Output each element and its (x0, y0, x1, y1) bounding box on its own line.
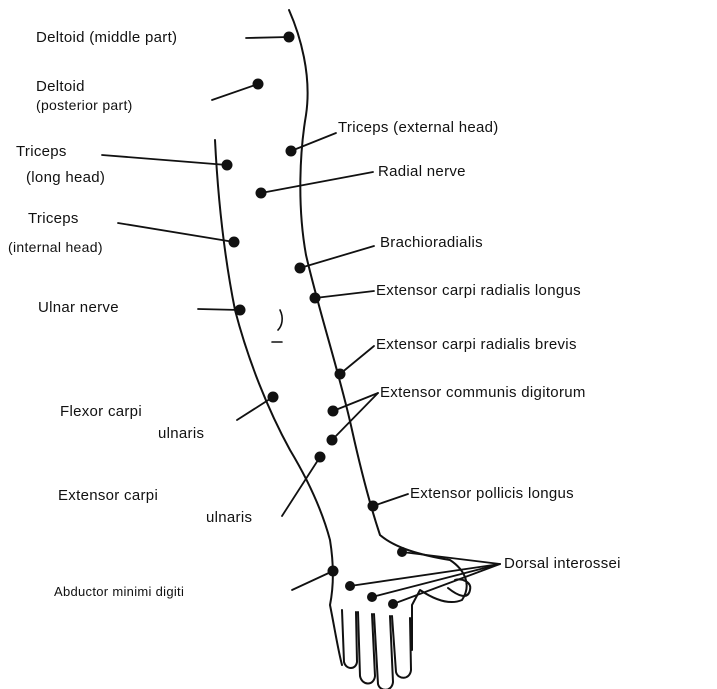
label-deltoid-posterior-2: (posterior part) (36, 96, 133, 114)
label-triceps-external: Triceps (external head) (338, 119, 499, 137)
label-triceps-internal-1: Triceps (28, 210, 79, 228)
point-extensor-pollicis (368, 501, 379, 512)
elbow-mark (272, 310, 282, 342)
point-extensor-carpi-ulnaris (315, 452, 326, 463)
label-deltoid-posterior-1: Deltoid (36, 78, 85, 96)
point-dorsal-interossei-2 (345, 581, 355, 591)
finger-ring (358, 612, 375, 684)
label-triceps-long-1: Triceps (16, 143, 67, 161)
point-ecr-brevis (335, 369, 346, 380)
arm-outline-ulnar-side (215, 140, 342, 665)
point-abductor-minimi-digiti (328, 566, 339, 577)
label-triceps-internal-2: (internal head) (8, 238, 103, 256)
label-deltoid-middle: Deltoid (middle part) (36, 29, 177, 47)
label-extensor-carpi-ulnaris-1: Extensor carpi (58, 487, 158, 505)
label-extensor-communis: Extensor communis digitorum (380, 384, 586, 402)
point-radial-nerve (256, 188, 267, 199)
label-ecr-brevis: Extensor carpi radialis brevis (376, 336, 577, 354)
point-extensor-communis-2 (327, 435, 338, 446)
point-brachioradialis (295, 263, 306, 274)
label-radial-nerve: Radial nerve (378, 163, 466, 181)
label-triceps-long-2: (long head) (26, 169, 105, 187)
point-triceps-internal (229, 237, 240, 248)
point-flexor-carpi-ulnaris (268, 392, 279, 403)
arm-outline-radial-side (289, 10, 467, 650)
point-dorsal-interossei-3 (367, 592, 377, 602)
point-triceps-external (286, 146, 297, 157)
point-deltoid-posterior (253, 79, 264, 90)
label-extensor-carpi-ulnaris-2: ulnaris (206, 509, 252, 527)
point-extensor-communis-1 (328, 406, 339, 417)
point-dorsal-interossei-1 (397, 547, 407, 557)
finger-index (392, 616, 411, 678)
label-abductor-minimi-digiti: Abductor minimi digiti (54, 583, 184, 601)
point-dorsal-interossei-4 (388, 599, 398, 609)
finger-middle (374, 614, 393, 689)
label-brachioradialis: Brachioradialis (380, 234, 483, 252)
label-ulnar-nerve: Ulnar nerve (38, 299, 119, 317)
label-flexor-carpi-ulnaris-2: ulnaris (158, 425, 204, 443)
label-flexor-carpi-ulnaris-1: Flexor carpi (60, 403, 142, 421)
point-deltoid-middle (284, 32, 295, 43)
point-ecr-longus (310, 293, 321, 304)
label-extensor-pollicis: Extensor pollicis longus (410, 485, 574, 503)
finger-little (342, 610, 357, 668)
label-ecr-longus: Extensor carpi radialis longus (376, 282, 581, 300)
point-ulnar-nerve (235, 305, 246, 316)
point-triceps-long (222, 160, 233, 171)
label-dorsal-interossei: Dorsal interossei (504, 555, 621, 573)
